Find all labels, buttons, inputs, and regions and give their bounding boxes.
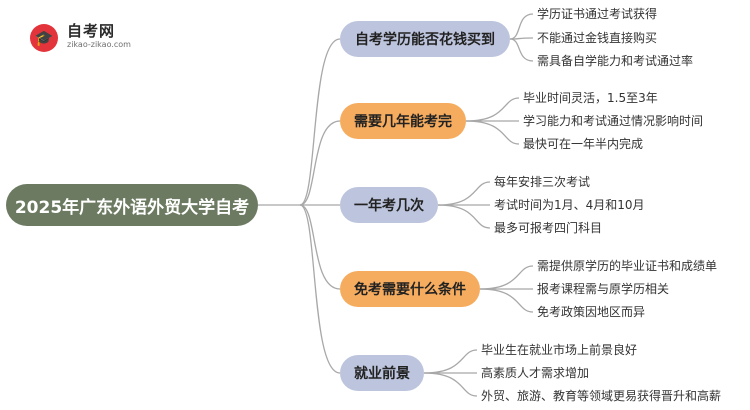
leaf-item: 最多可报考四门科目	[494, 221, 603, 235]
leaf-connector	[437, 204, 491, 229]
branch-connector	[299, 120, 341, 206]
leaf-connector	[437, 181, 491, 206]
branch-connector	[299, 204, 341, 374]
leaf-connector	[509, 38, 534, 62]
leaf-item: 毕业时间灵活，1.5至3年	[523, 91, 658, 105]
leaf-item: 学习能力和考试通过情况影响时间	[523, 114, 704, 128]
leaf-item: 需提供原学历的毕业证书和成绩单	[537, 259, 718, 273]
leaf-item: 高素质人才需求增加	[481, 366, 590, 380]
graduation-cap-icon: 🎓	[30, 24, 58, 52]
branch-connector	[299, 204, 341, 290]
leaf-connector	[465, 97, 520, 122]
leaf-item: 每年安排三次考试	[494, 175, 591, 189]
leaf-item: 不能通过金钱直接购买	[537, 31, 658, 45]
leaf-item: 最快可在一年半内完成	[523, 137, 644, 151]
site-logo: 🎓 自考网 zikao-zikao.com	[30, 18, 140, 52]
leaf-connector	[509, 13, 534, 40]
leaf-connector	[479, 288, 534, 313]
leaf-item: 需具备自学能力和考试通过率	[537, 54, 694, 68]
branch-node-duration: 需要几年能考完	[340, 103, 466, 139]
logo-title: 自考网	[67, 22, 116, 40]
branch-node-employment: 就业前景	[340, 355, 424, 391]
branch-connector	[299, 38, 341, 206]
branch-node-exam-frequency: 一年考几次	[340, 187, 438, 223]
root-node: 2025年广东外语外贸大学自考	[6, 184, 258, 226]
branch-node-buy-degree: 自考学历能否花钱买到	[340, 21, 510, 57]
leaf-connector	[423, 349, 478, 374]
leaf-connector	[465, 120, 520, 145]
branch-node-exemption: 免考需要什么条件	[340, 271, 480, 307]
logo-subtitle: zikao-zikao.com	[67, 40, 131, 49]
leaf-connector	[423, 372, 478, 397]
leaf-item: 免考政策因地区而异	[537, 305, 646, 319]
leaf-item: 考试时间为1月、4月和10月	[494, 198, 645, 212]
leaf-item: 毕业生在就业市场上前景良好	[481, 343, 638, 357]
leaf-item: 报考课程需与原学历相关	[537, 282, 670, 296]
leaf-item: 学历证书通过考试获得	[537, 7, 658, 21]
leaf-item: 外贸、旅游、教育等领域更易获得晋升和高薪	[481, 389, 722, 403]
leaf-connector	[479, 265, 534, 290]
